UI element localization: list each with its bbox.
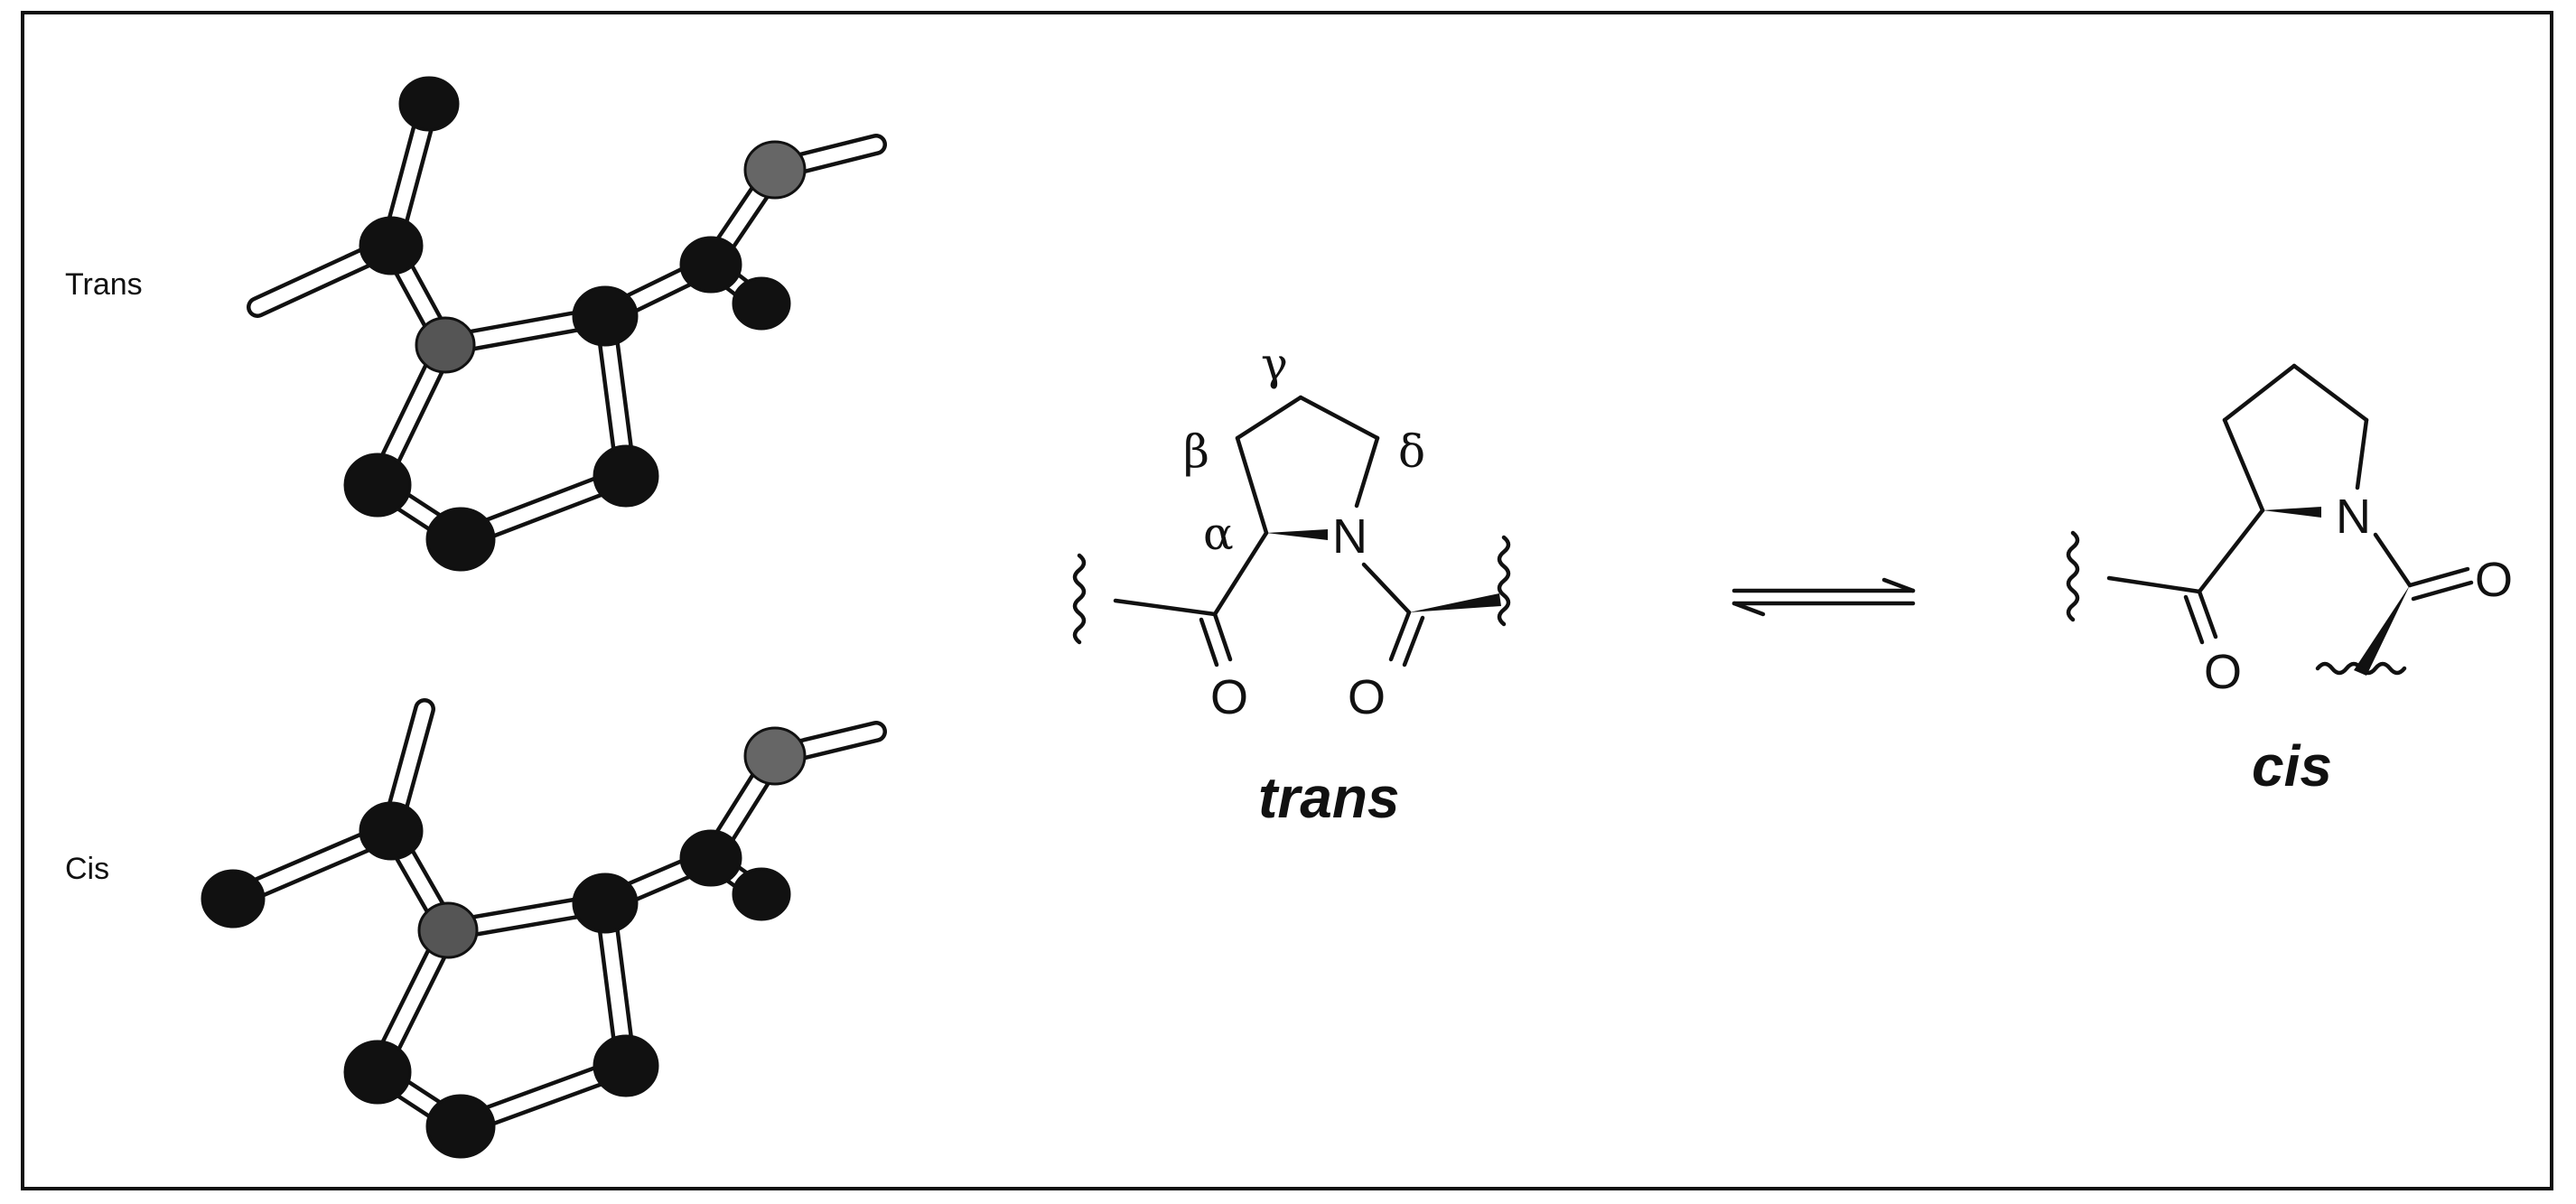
model-cis-atom-o3 — [743, 726, 807, 786]
model-trans-atom-o3 — [743, 140, 807, 200]
cis-bond-gamma-delta — [2291, 363, 2369, 423]
cis-model-label: Cis — [65, 852, 109, 886]
model-cis-atom-cd — [343, 1040, 412, 1105]
cis-wedge-alpha-n — [2263, 507, 2321, 518]
trans-wavy-right — [1497, 535, 1511, 627]
cis-caption: cis — [2252, 733, 2332, 798]
model-cis-atom-c1 — [359, 801, 424, 861]
trans-alpha-label: α — [1203, 508, 1234, 560]
cis-ball-stick-model — [201, 698, 887, 1159]
model-cis-atom-o1 — [201, 869, 266, 929]
cis-bond-delta-n — [2355, 417, 2369, 490]
cis-bond-co-left-1 — [2197, 589, 2218, 639]
model-cis-atom-cg — [425, 1094, 496, 1159]
trans-bond-delta-n — [1354, 435, 1380, 509]
cis-bond-alpha-carbonyl — [2197, 508, 2265, 594]
trans-bond-alpha-carbonyl — [1212, 530, 1269, 617]
trans-ball-stick-model — [247, 76, 887, 572]
cis-bond-carbonyl-chain — [2106, 575, 2202, 594]
model-trans-atom-n — [415, 316, 476, 374]
cis-bond-co-right-1 — [2407, 566, 2470, 588]
model-trans-atom-ca — [572, 285, 639, 347]
trans-delta-label: δ — [1398, 425, 1425, 478]
trans-bond-n-carbonyl — [1361, 562, 1412, 615]
cis-bond-n-carbonyl — [2373, 532, 2413, 588]
cis-bond-alpha-beta — [2222, 417, 2265, 513]
cis-bond-co-left-2 — [2183, 594, 2205, 645]
trans-bond-carbonyl-chain — [1113, 598, 1218, 617]
model-trans-atom-cb — [593, 444, 659, 508]
cis-wavy-right — [2315, 661, 2407, 676]
model-cis-atom-ca — [572, 873, 639, 934]
trans-caption: trans — [1258, 765, 1400, 830]
trans-wavy-left — [1072, 553, 1087, 645]
equilibrium-arrows — [1731, 577, 1916, 617]
trans-structure: γ β δ α N O O trans — [1072, 338, 1511, 830]
cis-bond-co-right-2 — [2411, 580, 2474, 602]
trans-beta-label: β — [1183, 425, 1209, 478]
model-trans-atom-cc — [679, 236, 742, 294]
cis-wavy-left — [2066, 530, 2080, 622]
trans-nitrogen-label: N — [1332, 509, 1367, 564]
model-cis-atom-cc — [679, 829, 742, 887]
trans-gamma-label: γ — [1261, 338, 1288, 390]
cis-nitrogen-label: N — [2336, 490, 2371, 544]
trans-bond-co-left-2 — [1199, 617, 1219, 667]
cis-wedge-right-chain — [2354, 585, 2410, 676]
figure-frame — [21, 11, 2553, 1190]
trans-oxygen-right-label: O — [1348, 670, 1386, 724]
trans-model-label: Trans — [65, 267, 143, 302]
trans-bond-beta-gamma — [1235, 395, 1303, 441]
cis-bond-beta-gamma — [2222, 363, 2297, 423]
cis-oxygen-left-label: O — [2204, 645, 2242, 699]
trans-wedge-alpha-n — [1266, 529, 1328, 540]
model-trans-atom-c1 — [359, 216, 424, 275]
trans-bond-co-right-2 — [1402, 615, 1425, 667]
trans-wedge-right-chain — [1409, 593, 1501, 612]
trans-oxygen-left-label: O — [1210, 670, 1248, 724]
model-trans-atom-o1 — [398, 76, 460, 132]
model-cis-atom-o2 — [732, 867, 791, 921]
trans-bond-alpha-beta — [1235, 435, 1269, 536]
trans-bond-co-left-1 — [1212, 611, 1233, 662]
model-cis-atom-cb — [593, 1034, 659, 1097]
trans-bond-co-right-1 — [1388, 610, 1412, 662]
model-cis-atom-n — [417, 901, 479, 959]
cis-oxygen-right-label: O — [2475, 553, 2513, 607]
trans-bond-gamma-delta — [1298, 395, 1380, 441]
model-trans-atom-cg — [425, 507, 496, 572]
cis-structure: N O O cis — [2066, 363, 2513, 798]
model-trans-atom-o2 — [732, 276, 791, 331]
model-trans-atom-cd — [343, 453, 412, 518]
